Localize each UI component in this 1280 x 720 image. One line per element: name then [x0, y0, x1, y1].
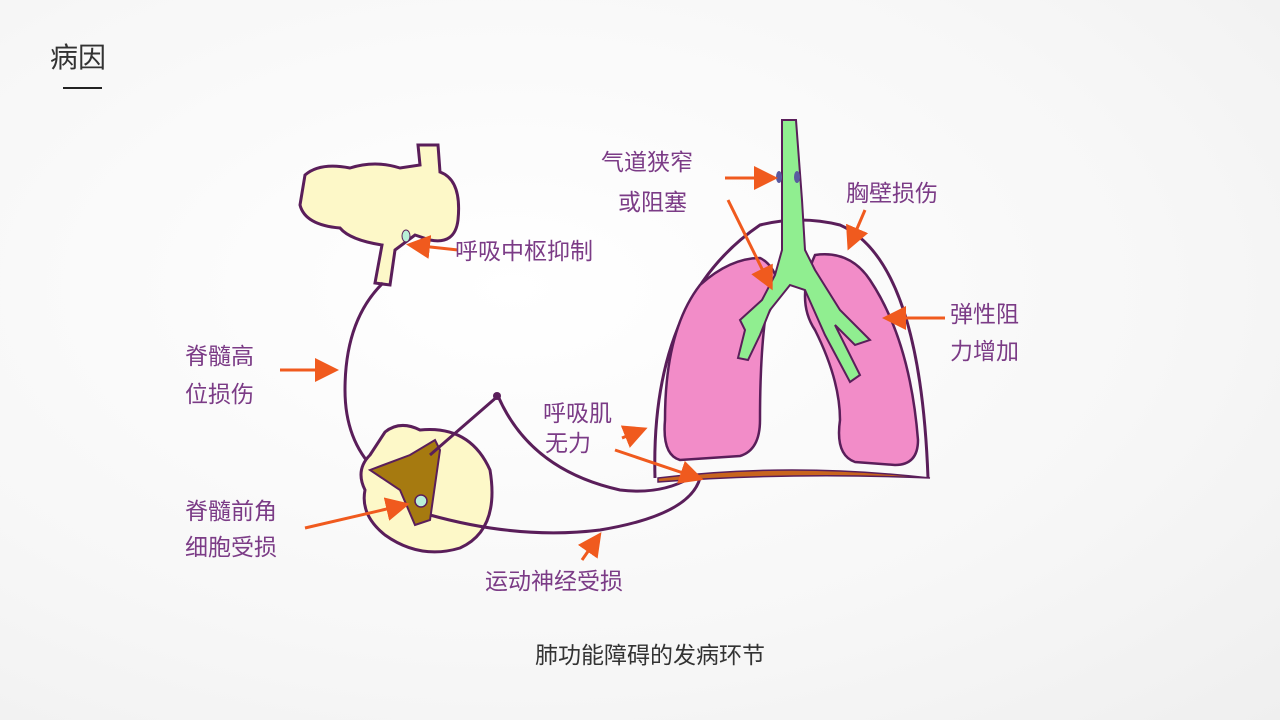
- arrow-chest-wall: [846, 209, 869, 251]
- label-high-spinal-2: 位损伤: [185, 382, 254, 408]
- brain-shape: [298, 143, 461, 287]
- label-respiratory-center: 呼吸中枢抑制: [455, 239, 593, 265]
- spinal-nerve-path: [343, 281, 385, 472]
- neuron-dot: [414, 494, 428, 508]
- arrow-diaphragm: [614, 448, 704, 484]
- arrow-airway-bronchus: [726, 199, 773, 291]
- nerve-origin-dot: [493, 392, 501, 400]
- arrow-muscle: [620, 425, 648, 448]
- arrow-respiratory-center: [406, 235, 459, 259]
- label-anterior-horn-2: 细胞受损: [185, 535, 277, 561]
- label-muscle-2: 无力: [545, 431, 591, 457]
- label-airway-1: 气道狭窄: [601, 150, 693, 176]
- airway-obstruction: [776, 171, 782, 183]
- motor-nerve: [429, 477, 702, 535]
- label-high-spinal-1: 脊髓高: [185, 344, 254, 370]
- trachea-bronchi: [736, 119, 872, 384]
- arrow-anterior-horn: [304, 497, 410, 530]
- phrenic-nerve: [429, 393, 691, 493]
- label-elastic-1: 弹性阻: [950, 302, 1019, 328]
- medulla-dot: [401, 229, 411, 243]
- label-anterior-horn-1: 脊髓前角: [185, 499, 277, 525]
- slide-title: 病因: [50, 41, 107, 74]
- airway-obstruction: [794, 171, 800, 183]
- diaphragm: [657, 469, 931, 483]
- arrow-motor-nerve: [577, 532, 602, 561]
- label-motor-nerve: 运动神经受损: [485, 569, 623, 595]
- diagram-caption: 肺功能障碍的发病环节: [535, 643, 765, 669]
- left-lung: [663, 256, 782, 462]
- label-chest-wall: 胸壁损伤: [846, 181, 938, 207]
- label-airway-2: 或阻塞: [618, 190, 687, 216]
- label-muscle-1: 呼吸肌: [543, 401, 612, 427]
- label-elastic-2: 力增加: [950, 339, 1019, 365]
- title-underline: [63, 87, 102, 89]
